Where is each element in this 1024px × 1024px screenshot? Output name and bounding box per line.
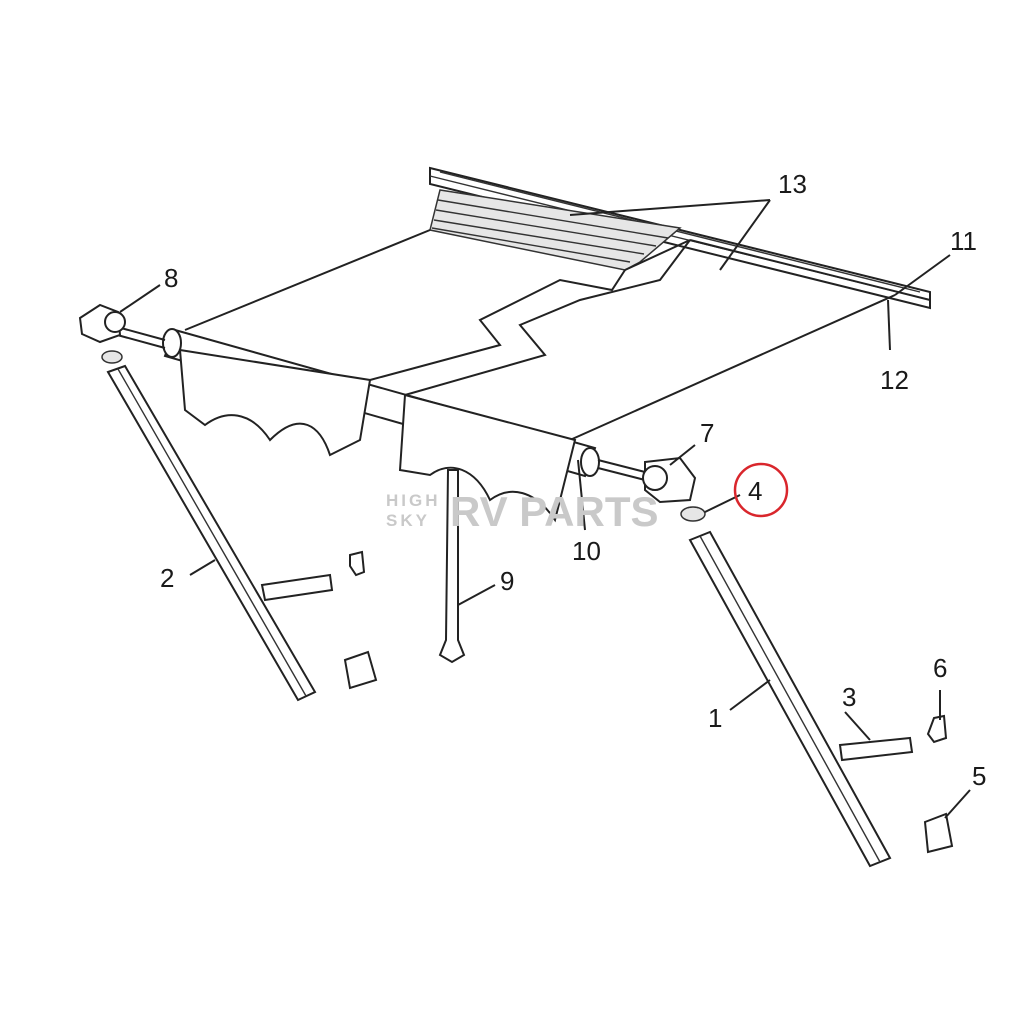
callout-10: 10 — [572, 536, 601, 566]
callout-11: 11 — [950, 226, 977, 256]
callout-7: 7 — [700, 418, 714, 448]
callout-2: 2 — [160, 563, 174, 593]
top-bracket-right — [926, 714, 948, 744]
awning-rail — [429, 166, 931, 310]
right-arm — [688, 530, 892, 868]
awning-fabric — [184, 229, 931, 441]
rafter-arm-left — [260, 573, 334, 602]
callout-1: 1 — [708, 703, 722, 733]
callout-6: 6 — [933, 653, 947, 683]
watermark-line1: HIGH — [386, 491, 441, 510]
bottom-bracket-left — [343, 650, 378, 690]
callout-8: 8 — [164, 263, 178, 293]
callout-3: 3 — [842, 682, 856, 712]
rafter-arm-right — [838, 736, 914, 762]
callout-13: 13 — [778, 169, 807, 199]
leader-lines — [119, 199, 971, 819]
highlight-circle — [733, 462, 789, 518]
left-arm — [106, 364, 317, 702]
pull-strap — [438, 469, 466, 664]
callout-5: 5 — [972, 761, 986, 791]
callout-12: 12 — [880, 365, 909, 395]
watermark-line2: SKY — [386, 511, 430, 530]
callout-labels: 8 13 11 12 7 4 10 9 2 1 3 6 5 — [160, 169, 986, 791]
callout-4: 4 — [748, 476, 762, 506]
watermark: HIGH SKY RV PARTS — [386, 488, 658, 535]
end-cap-right — [642, 456, 706, 522]
valance — [178, 348, 577, 523]
end-cap-left — [78, 303, 126, 364]
top-bracket-left — [349, 550, 366, 577]
watermark-brand: RV PARTS — [450, 488, 658, 535]
bottom-bracket-right — [923, 812, 954, 854]
callout-9: 9 — [500, 566, 514, 596]
